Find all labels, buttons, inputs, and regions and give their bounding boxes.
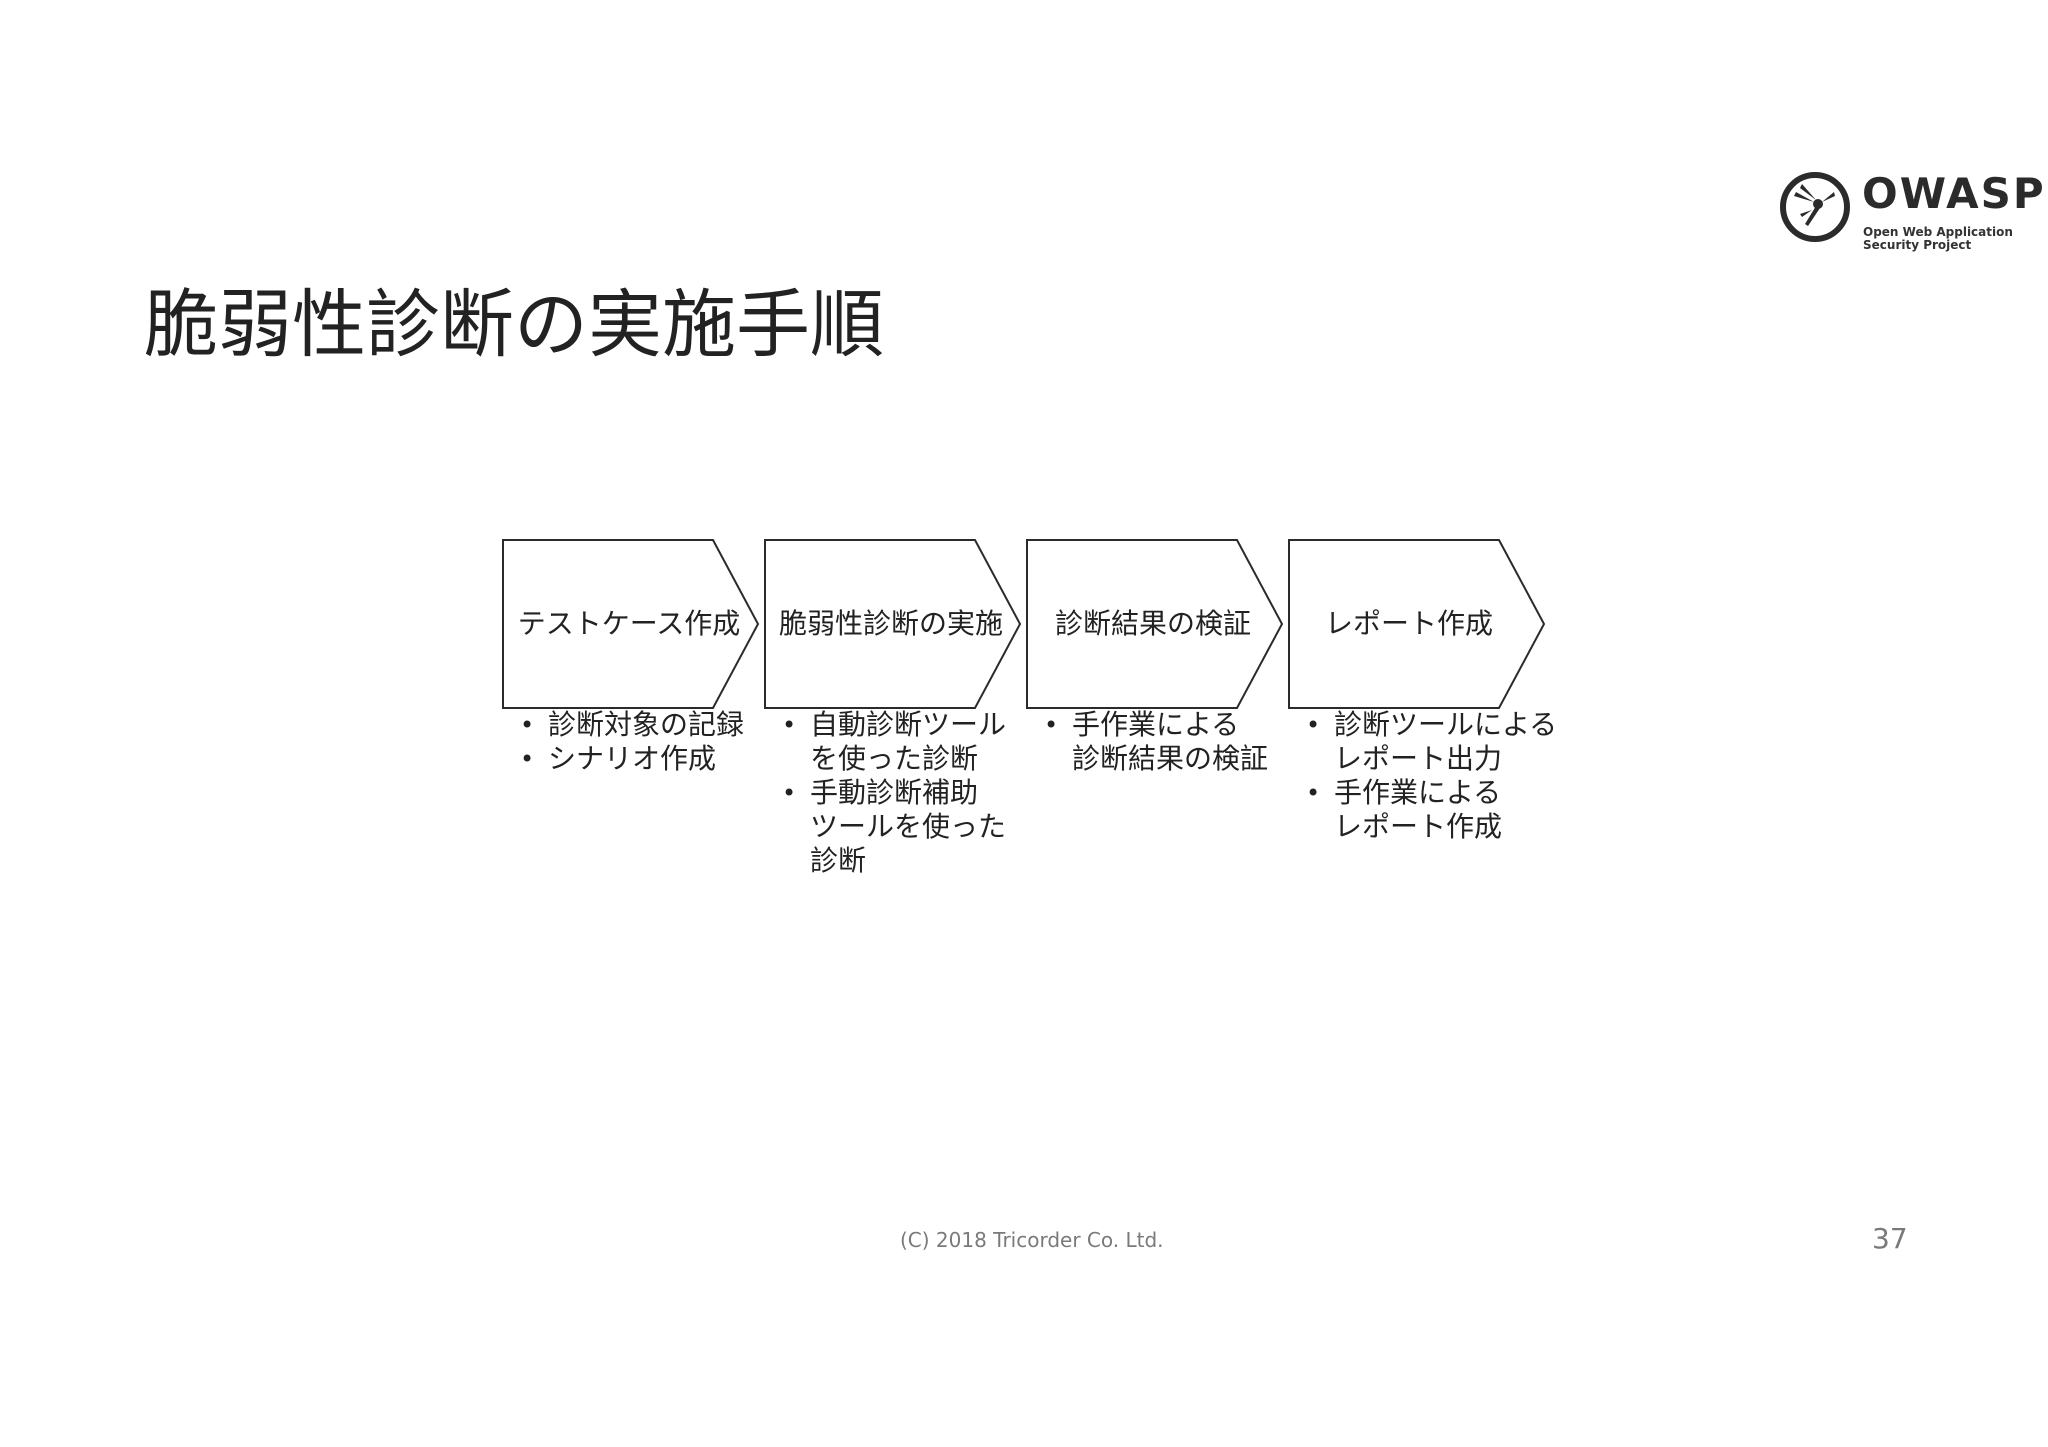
list-item: 診断対象の記録 — [518, 708, 763, 742]
list-item: 手動診断補助 ツールを使った 診断 — [780, 776, 1025, 878]
logo-wordmark: OWASP — [1862, 169, 2046, 218]
step-3-bullets: 手作業による 診断結果の検証 — [1042, 708, 1287, 776]
slide-title: 脆弱性診断の実施手順 — [144, 282, 884, 368]
bullet-text: 自動診断ツール を使った診断 — [810, 708, 1007, 775]
owasp-logo: OWASP Open Web Application Security Proj… — [1778, 166, 2044, 256]
list-item: 手作業による レポート作成 — [1304, 776, 1594, 844]
logo-subtitle: Open Web Application Security Project — [1863, 226, 2013, 252]
list-item: 自動診断ツール を使った診断 — [780, 708, 1025, 776]
step-label-4: レポート作成 — [1324, 607, 1493, 640]
step-label-3: 診断結果の検証 — [1054, 607, 1251, 640]
bullet-text: 手作業による 診断結果の検証 — [1072, 708, 1269, 775]
list-item: 手作業による 診断結果の検証 — [1042, 708, 1287, 776]
copyright-footer: (C) 2018 Tricorder Co. Ltd. — [900, 1228, 1164, 1252]
logo-subtitle-line1: Open Web Application — [1863, 225, 2013, 239]
bullet-text: 診断対象の記録 — [548, 708, 745, 741]
bullet-text: 手動診断補助 ツールを使った 診断 — [810, 776, 1007, 877]
logo-subtitle-line2: Security Project — [1863, 238, 1972, 252]
bullet-text: 診断ツールによる レポート出力 — [1334, 708, 1558, 775]
page-number: 37 — [1872, 1222, 1908, 1255]
bullet-text: シナリオ作成 — [548, 742, 717, 775]
wasp-icon — [1780, 172, 1850, 242]
step-4-bullets: 診断ツールによる レポート出力 手作業による レポート作成 — [1304, 708, 1594, 844]
step-2-bullets: 自動診断ツール を使った診断 手動診断補助 ツールを使った 診断 — [780, 708, 1025, 878]
list-item: 診断ツールによる レポート出力 — [1304, 708, 1594, 776]
step-label-2: 脆弱性診断の実施 — [778, 607, 1003, 640]
bullet-text: 手作業による レポート作成 — [1334, 776, 1503, 843]
step-label-1: テストケース作成 — [517, 607, 741, 640]
step-1-bullets: 診断対象の記録 シナリオ作成 — [518, 708, 763, 776]
list-item: シナリオ作成 — [518, 742, 763, 776]
